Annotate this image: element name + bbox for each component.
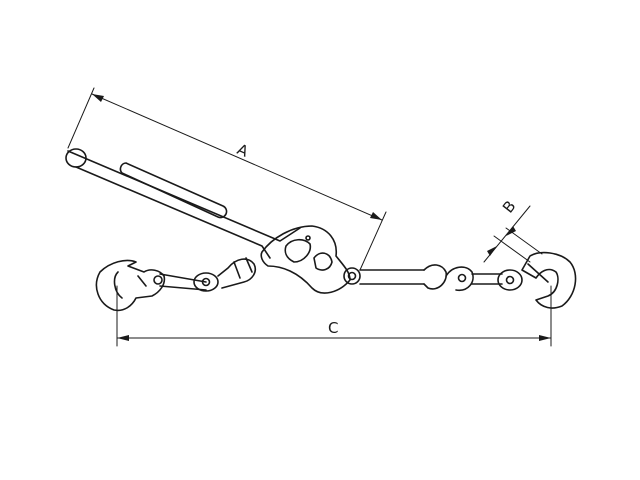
left-grab-hook [95, 259, 166, 312]
left-swivel [217, 258, 257, 289]
dim-a-line [91, 93, 383, 221]
left-chain-link [159, 273, 207, 291]
pivot-pin [343, 267, 361, 285]
body-plate [260, 225, 351, 294]
dim-c-arrow-2 [539, 335, 551, 341]
left-swivel-collar [233, 257, 253, 279]
rod-swivel [423, 264, 448, 290]
body-cutout-2 [313, 252, 333, 271]
left-link-eye [193, 272, 219, 292]
dim-c-arrow-1 [117, 335, 129, 341]
lever-handle [65, 148, 301, 259]
dimension-a: A [67, 87, 387, 271]
right-link-hole [457, 273, 467, 283]
dim-c-label: C [328, 319, 338, 337]
pivot-pin-center [347, 271, 357, 281]
right-grab-hook [521, 251, 577, 309]
dim-a-ext-1 [67, 87, 95, 149]
body-rivet [305, 235, 311, 241]
right-hook-throat [527, 263, 549, 283]
right-chain-link [471, 273, 503, 285]
dim-b-arrow-2 [506, 226, 516, 236]
dim-a-label: A [234, 140, 251, 161]
lever-slot [119, 162, 228, 219]
lever-outline [67, 150, 301, 259]
left-hook-eye [153, 275, 163, 285]
dim-b-label: B [499, 197, 520, 216]
right-hook-assembly [359, 251, 577, 309]
dim-a-arrow-1 [92, 94, 104, 102]
dim-a-arrow-2 [370, 212, 382, 220]
dim-b-ext-1 [493, 235, 531, 263]
tension-rod [359, 269, 425, 285]
body-cutout-1 [284, 238, 312, 263]
left-hook-throat [113, 271, 147, 299]
left-hook-assembly [95, 257, 257, 312]
dimension-b: B [483, 197, 543, 263]
right-chain-connector [445, 266, 474, 292]
ratchet-body [260, 225, 361, 294]
dimension-c: C [116, 285, 552, 347]
right-link-hole-2 [505, 275, 515, 285]
dim-a-ext-2 [359, 211, 387, 271]
left-link-hole [201, 277, 211, 287]
right-link-eye [497, 269, 523, 291]
dim-b-arrow-1 [487, 246, 497, 256]
